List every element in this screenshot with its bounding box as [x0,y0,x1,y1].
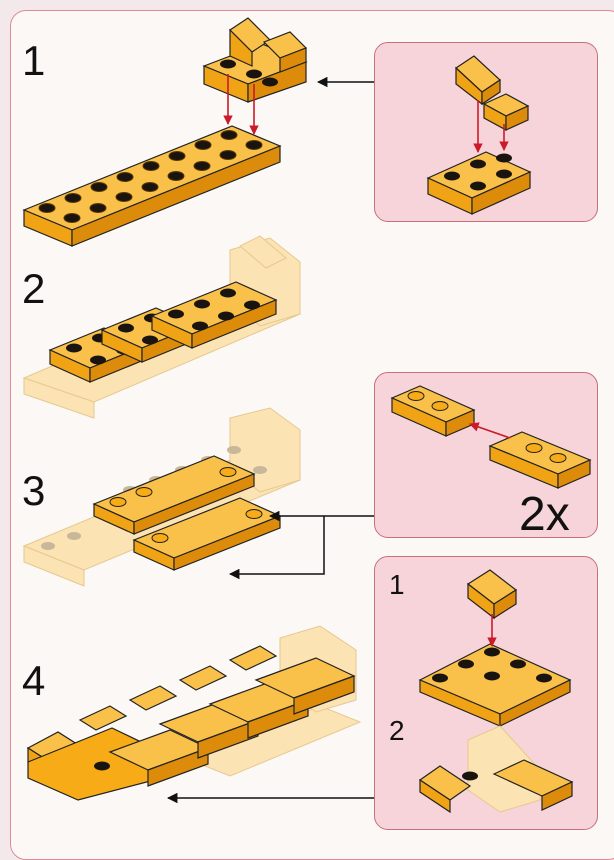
step4-callout-substep1 [418,569,572,727]
step3-callout-parts [390,385,592,489]
step1-callout-parts [426,55,532,215]
step4-substep-2: 2 [389,715,405,746]
step3-callout-arrow [469,422,511,439]
step4-substep-1: 1 [389,569,405,600]
step1-long-plate [22,125,282,247]
step1-callout-arrows [473,100,509,153]
step3-multiplier: 2x [519,488,570,541]
step1-plate-studs [38,130,263,223]
step1-top-assembly [202,17,308,103]
step1-red-arrows [223,74,259,135]
step-number-4: 4 [22,657,46,704]
step3-hinge-plate-a [92,455,256,535]
step2-plate-c [150,281,278,349]
step-number-2: 2 [22,265,46,312]
step-number-1: 1 [22,37,46,84]
step4-wedges [26,645,356,801]
step4-callout-substep2 [418,725,574,814]
step3-hinge-plate-b [132,497,282,571]
step-number-3: 3 [22,467,46,514]
step3-pointer-arrows [228,510,374,580]
